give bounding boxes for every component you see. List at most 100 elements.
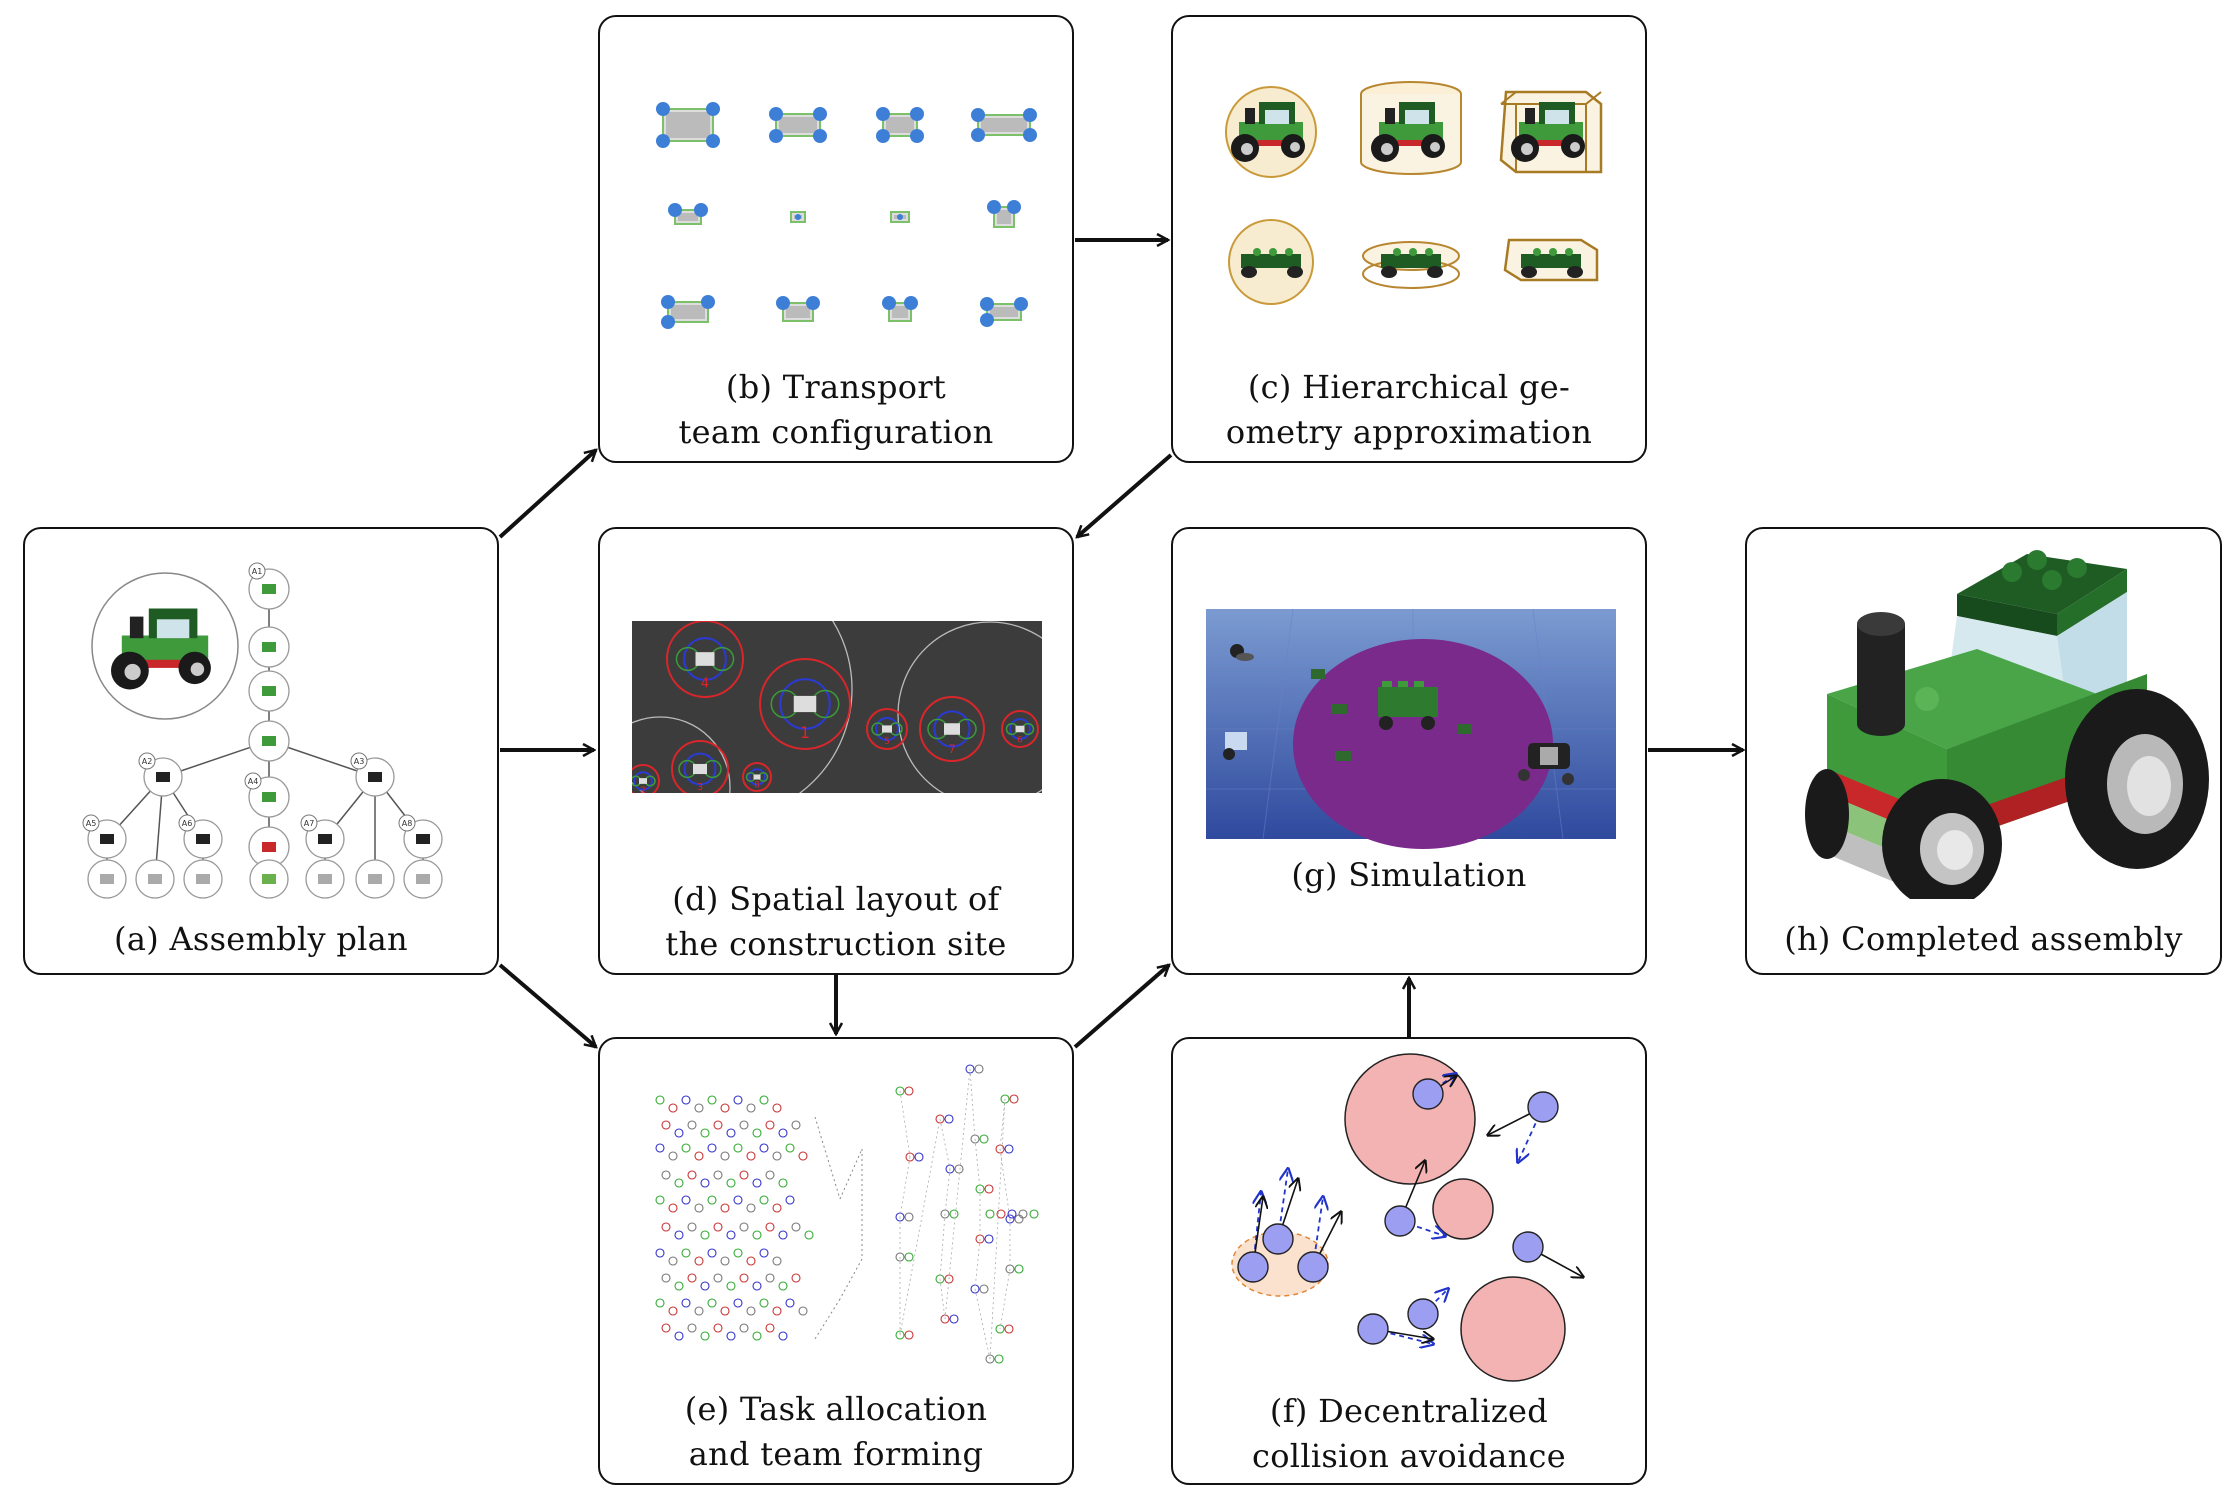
part-glyph	[100, 874, 114, 884]
geometry-approximation-figure	[1225, 81, 1603, 305]
tree-node-label: A2	[142, 757, 153, 766]
task-node	[904, 1212, 914, 1222]
task-node	[752, 1230, 762, 1240]
task-node	[687, 1222, 697, 1232]
task-node	[804, 1230, 814, 1240]
task-node	[996, 1209, 1006, 1219]
caption-b-line2: team configuration	[678, 413, 994, 451]
arrow-a-to-e	[498, 963, 596, 1047]
task-node	[733, 1095, 743, 1105]
robot-marker	[776, 296, 790, 310]
layout-site-label: 2	[640, 786, 646, 796]
part-glyph	[156, 772, 170, 782]
task-node	[940, 1314, 950, 1324]
task-node	[720, 1306, 730, 1316]
caption-d: (d) Spatial layout of the construction s…	[600, 877, 1072, 967]
task-node	[694, 1151, 704, 1161]
task-node	[674, 1331, 684, 1341]
task-node	[681, 1298, 691, 1308]
transport-team	[776, 296, 820, 322]
robot-marker	[769, 107, 783, 121]
task-edge	[974, 1138, 981, 1190]
task-node	[945, 1164, 955, 1174]
robot-agent	[1262, 1169, 1298, 1255]
tractor-cylinder-approx	[1360, 81, 1462, 175]
task-node	[661, 1170, 671, 1180]
robot-marker	[806, 296, 820, 310]
robot-marker	[1007, 200, 1021, 214]
transport-team	[790, 211, 806, 223]
robot-marker	[694, 203, 708, 217]
transport-team	[882, 296, 918, 322]
part-glyph	[100, 834, 114, 844]
tree-node-label: A5	[86, 819, 97, 828]
layout-site: 4	[666, 621, 744, 698]
panel-collision-avoidance: (f) Decentralized collision avoidance	[1171, 1037, 1647, 1485]
panel-simulation: (g) Simulation	[1171, 527, 1647, 975]
task-node	[746, 1151, 756, 1161]
task-node	[707, 1095, 717, 1105]
task-node	[700, 1281, 710, 1291]
robot-agent	[1488, 1091, 1559, 1162]
task-node	[1009, 1094, 1019, 1104]
simulation-screenshot	[1206, 608, 1616, 849]
task-node	[785, 1195, 795, 1205]
task-node	[974, 1064, 984, 1074]
robot-marker	[904, 296, 918, 310]
caption-c-line2: ometry approximation	[1225, 413, 1593, 451]
task-node	[984, 1184, 994, 1194]
task-edge	[939, 1278, 946, 1320]
robot-agent	[1512, 1231, 1583, 1277]
task-node	[726, 1128, 736, 1138]
task-node	[778, 1178, 788, 1188]
robot-marker	[706, 102, 720, 116]
task-node	[995, 1324, 1005, 1334]
robot-agent	[1297, 1197, 1341, 1283]
caption-d-line2: the construction site	[665, 925, 1007, 963]
task-node	[746, 1256, 756, 1266]
tractor-sphere-approx	[1225, 86, 1317, 178]
task-node	[687, 1273, 697, 1283]
part-glyph	[368, 772, 382, 782]
collision-avoidance-figure	[1231, 1053, 1647, 1382]
caption-c: (c) Hierarchical ge- ometry approximatio…	[1173, 365, 1645, 455]
task-node	[772, 1306, 782, 1316]
task-edge	[999, 1148, 1011, 1220]
layout-site-label: 3	[697, 782, 703, 793]
task-node	[694, 1306, 704, 1316]
layout-site-label: 4	[701, 677, 709, 692]
robot-agent	[1357, 1313, 1433, 1344]
task-node	[661, 1323, 671, 1333]
layout-boundary	[632, 621, 853, 793]
task-node	[949, 1314, 959, 1324]
task-node	[720, 1151, 730, 1161]
robot-marker	[769, 129, 783, 143]
tree-node-label: A7	[304, 819, 315, 828]
task-node	[720, 1256, 730, 1266]
transport-team	[980, 297, 1028, 327]
mini-tractor	[1231, 102, 1305, 162]
task-edge	[974, 1238, 981, 1290]
part-glyph	[262, 642, 276, 652]
task-node	[713, 1323, 723, 1333]
robot-marker	[980, 297, 994, 311]
task-node	[904, 1086, 914, 1096]
part-glyph	[196, 874, 210, 884]
caption-h: (h) Completed assembly	[1747, 917, 2220, 962]
task-node	[785, 1143, 795, 1153]
robot-agent	[1412, 1074, 1456, 1110]
task-node	[707, 1298, 717, 1308]
task-node	[1005, 1214, 1015, 1224]
layout-site-label: 8	[754, 781, 760, 791]
task-node	[700, 1128, 710, 1138]
assembled-tractor-thumbnail	[91, 572, 239, 720]
task-node	[726, 1178, 736, 1188]
task-node	[681, 1095, 691, 1105]
task-node	[655, 1248, 665, 1258]
task-node	[720, 1203, 730, 1213]
task-node	[700, 1178, 710, 1188]
robot-marker	[813, 107, 827, 121]
transport-team	[876, 107, 924, 143]
robot-marker	[661, 315, 675, 329]
